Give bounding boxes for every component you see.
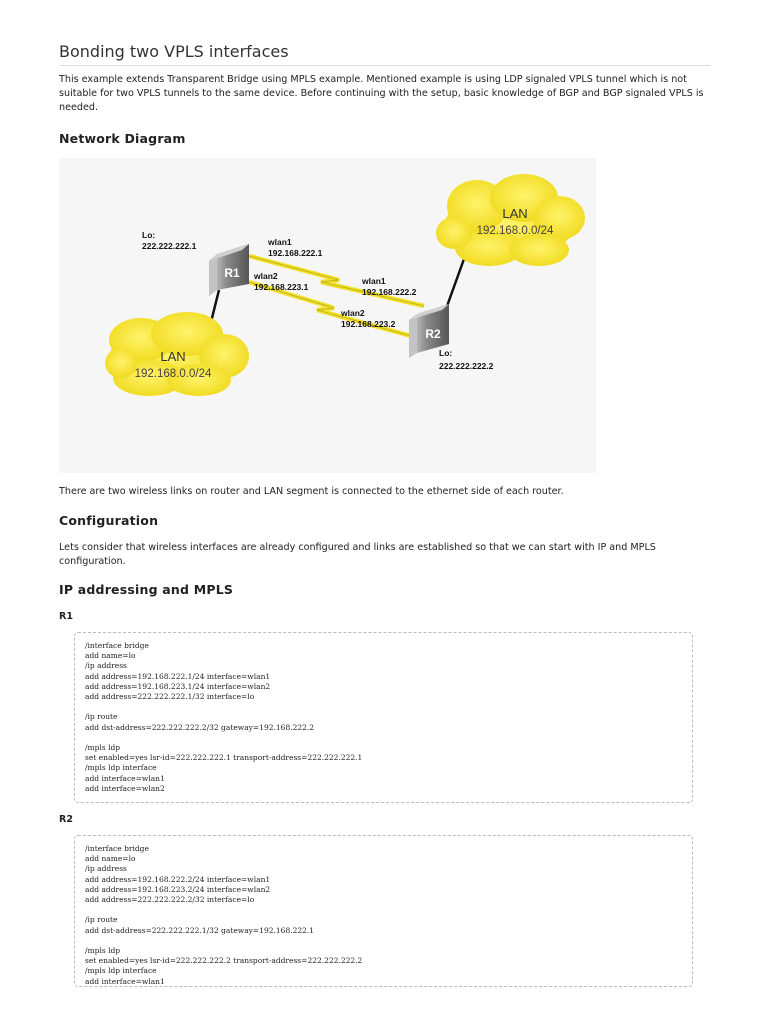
r1-wlan1-ip: 192.168.222.1 xyxy=(268,248,323,258)
router-r1 xyxy=(209,244,249,296)
code-line: add address=222.222.222.2/32 interface=l… xyxy=(85,895,255,905)
r2-config-label: R2 xyxy=(59,814,73,825)
code-line: /ip route xyxy=(85,712,118,722)
r1-config-label: R1 xyxy=(59,611,73,622)
wireless-link-wlan2-edge xyxy=(248,281,412,337)
code-line: /interface bridge xyxy=(85,641,149,650)
r2-wlan2-ip: 192.168.223.2 xyxy=(341,319,396,329)
lan-top-subnet: 192.168.0.0/24 xyxy=(477,225,554,237)
code-line: add interface=wlan2 xyxy=(85,783,165,793)
lan-cloud-bottom xyxy=(105,312,249,396)
code-line: /interface bridge xyxy=(85,844,149,853)
code-line: add dst-address=222.222.222.1/32 gateway… xyxy=(85,925,315,935)
title-divider xyxy=(59,65,710,66)
router-r2-name: R2 xyxy=(425,327,441,341)
r2-wlan1-name: wlan1 xyxy=(361,276,386,286)
code-line: /ip route xyxy=(85,915,118,925)
network-diagram-heading: Network Diagram xyxy=(59,131,186,146)
code-line: /mpls ldp xyxy=(85,946,121,955)
lan-bottom-subnet: 192.168.0.0/24 xyxy=(135,368,212,380)
code-line: /mpls ldp interface xyxy=(85,966,157,976)
lan-cloud-top xyxy=(436,174,585,266)
code-line: add address=192.168.222.2/24 interface=w… xyxy=(85,874,271,884)
code-line: /ip address xyxy=(85,864,127,874)
router-r2 xyxy=(409,304,449,358)
router-r1-name: R1 xyxy=(224,266,240,280)
intro-paragraph: This example extends Transparent Bridge … xyxy=(59,74,704,113)
ip-mpls-heading: IP addressing and MPLS xyxy=(59,582,234,597)
code-line: add name=lo xyxy=(85,854,136,864)
r1-wlan2-ip: 192.168.223.1 xyxy=(254,282,309,292)
code-line: add interface=wlan1 xyxy=(85,976,165,986)
lan-top-title: LAN xyxy=(502,206,527,221)
code-line: add address=192.168.223.1/24 interface=w… xyxy=(85,681,271,691)
r2-lo-ip: 222.222.222.2 xyxy=(439,361,494,371)
code-line xyxy=(85,936,692,946)
r1-lo-ip: 222.222.222.1 xyxy=(142,241,197,251)
code-line: add dst-address=222.222.222.2/32 gateway… xyxy=(85,722,315,732)
code-line: add address=192.168.223.2/24 interface=w… xyxy=(85,884,271,894)
code-line: set enabled=yes lsr-id=222.222.222.1 tra… xyxy=(85,753,363,763)
network-diagram: LAN 192.168.0.0/24 LAN 192.168.0.0/24 R1… xyxy=(59,158,596,473)
code-line: /ip address xyxy=(85,661,127,671)
code-line: /mpls ldp interface xyxy=(85,763,157,773)
r2-wlan2-name: wlan2 xyxy=(340,308,365,318)
code-line: add address=222.222.222.1/32 interface=l… xyxy=(85,692,255,702)
r2-lo-label: Lo: xyxy=(439,348,452,358)
code-line: set enabled=yes lsr-id=222.222.222.2 tra… xyxy=(85,956,363,966)
page-title: Bonding two VPLS interfaces xyxy=(59,42,289,61)
configuration-paragraph: Lets consider that wireless interfaces a… xyxy=(59,542,656,567)
wireless-link-wlan1-edge xyxy=(248,255,425,307)
r1-lo-label: Lo: xyxy=(142,230,155,240)
code-line: add name=lo xyxy=(85,651,136,661)
lan-bottom-title: LAN xyxy=(160,349,185,364)
code-line xyxy=(85,733,692,743)
r1-wlan1-name: wlan1 xyxy=(267,237,292,247)
code-line: add address=192.168.222.1/24 interface=w… xyxy=(85,671,271,681)
code-line xyxy=(85,702,692,712)
code-line xyxy=(85,905,692,915)
diagram-caption: There are two wireless links on router a… xyxy=(59,486,564,497)
code-line: /mpls ldp xyxy=(85,743,121,752)
r1-wlan2-name: wlan2 xyxy=(253,271,278,281)
configuration-heading: Configuration xyxy=(59,513,159,528)
r2-wlan1-ip: 192.168.222.2 xyxy=(362,287,417,297)
code-line: add interface=wlan1 xyxy=(85,773,165,783)
